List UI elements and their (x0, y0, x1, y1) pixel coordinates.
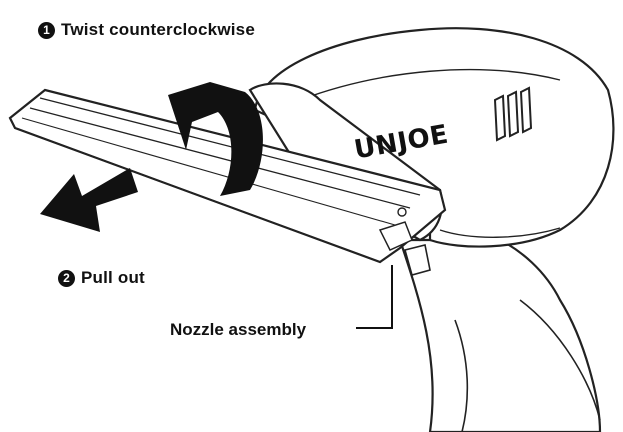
gun-body (253, 27, 615, 248)
step-1-label: 1 Twist counterclockwise (38, 20, 255, 40)
body-seam (299, 68, 561, 101)
step-1-text: Twist counterclockwise (61, 20, 255, 39)
nozzle-tip (378, 221, 413, 251)
step-2-badge: 2 (58, 269, 75, 287)
nozzle-assembly-callout: Nozzle assembly (170, 320, 307, 339)
nozzle-ridge-3 (21, 117, 396, 226)
nozzle-edge (14, 127, 381, 263)
gun-handle (398, 238, 602, 432)
nozzle-ridge-1 (39, 97, 421, 196)
body-seam-2 (439, 227, 561, 238)
nozzle-ridge-2 (29, 107, 411, 209)
handle-grip-2 (519, 299, 601, 421)
step-1-badge: 1 (38, 21, 55, 39)
vent-slots (493, 86, 533, 142)
nozzle-screw (397, 207, 407, 217)
twist-arrow-icon (168, 82, 263, 196)
step-2-label: 2 Pull out (58, 268, 145, 288)
nozzle-latch (404, 244, 431, 276)
handle-grip (454, 319, 469, 432)
callout-leader (356, 265, 393, 329)
pull-arrow-icon (40, 168, 138, 232)
step-2-text: Pull out (81, 268, 145, 287)
